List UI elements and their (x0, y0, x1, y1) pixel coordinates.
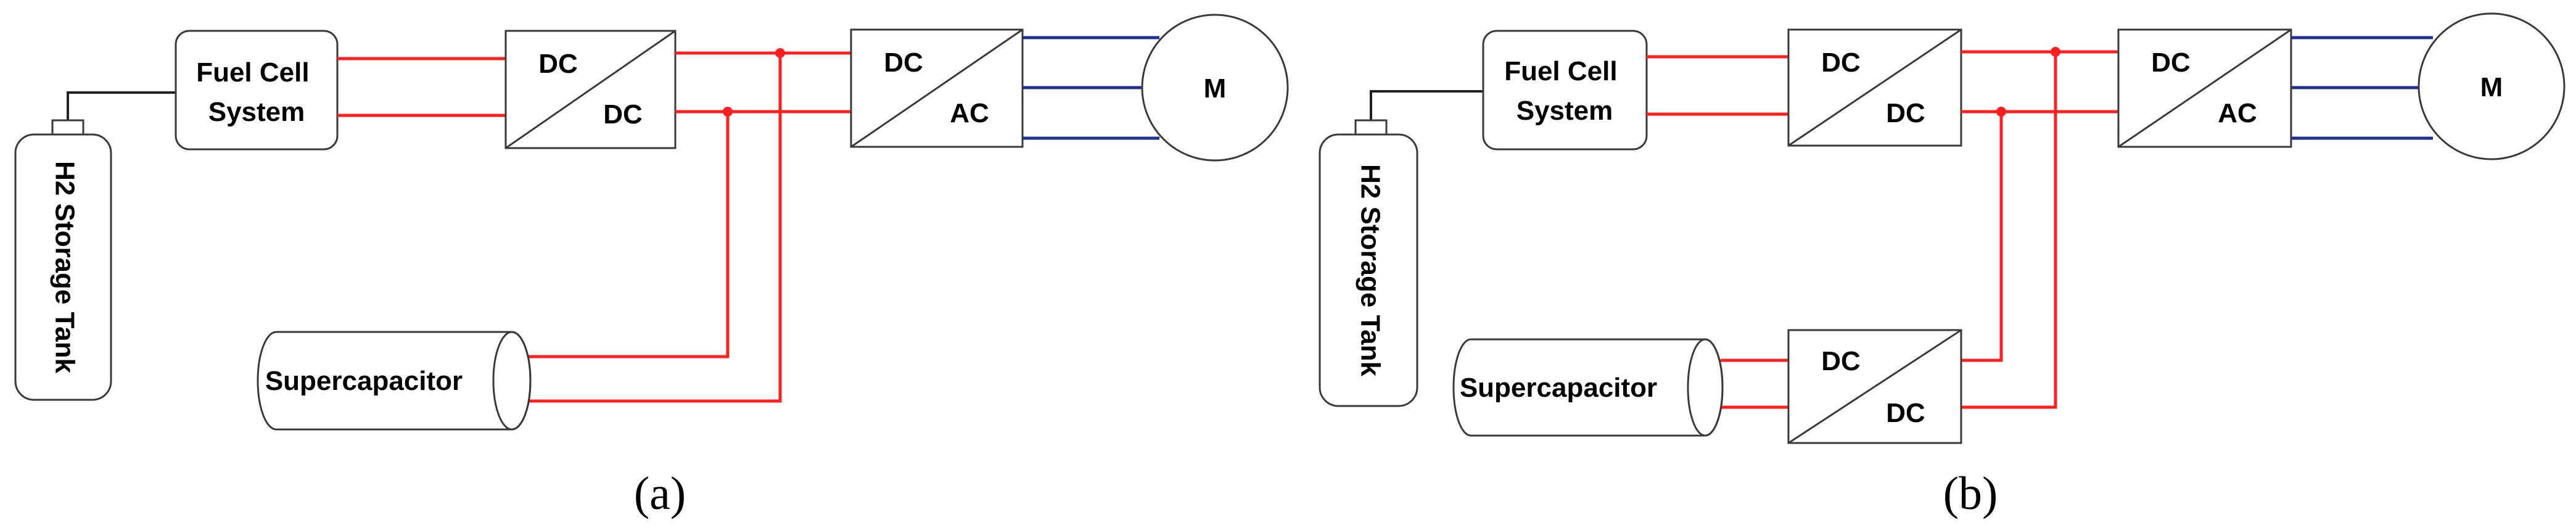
fuel-cell-label-b: Fuel Cell System (1504, 56, 1625, 126)
sc-feeder-top-a (527, 53, 782, 403)
tank-label-a: H2 Storage Tank (49, 161, 80, 373)
sc-dcdc-out-label-b: DC (1886, 398, 1925, 428)
fuel-cell-label-line2-b: System (1516, 96, 1613, 126)
supercapacitor-b: Supercapacitor (1452, 338, 1724, 437)
tank-body-a (14, 133, 112, 401)
inverter-b: DC AC (2117, 28, 2292, 148)
sc-dcdc-in-label-b: DC (1821, 346, 1861, 376)
sc-dcdc-converter-b: DC DC (1787, 329, 1962, 444)
tank-body-b (1319, 133, 1418, 407)
fuel-cell-label-line2-a: System (208, 97, 305, 127)
dcdc-converter-b: DC DC (1787, 28, 1962, 147)
dcdc-out-label-b: DC (1886, 98, 1925, 128)
inverter-in-label-b: DC (2151, 48, 2191, 78)
tank-valve-b (1354, 119, 1388, 136)
motor-label-b: M (2480, 72, 2503, 102)
dcdc-diagonal-a (505, 30, 676, 149)
sc-conv-feeder-top-b (1961, 112, 2003, 362)
fuel-cell-box-b (1482, 30, 1648, 151)
sc-dcdc-diagonal-b (1788, 329, 1962, 444)
inverter-diagonal-b (2118, 28, 2292, 148)
motor-circle-a (1141, 14, 1289, 162)
tank-valve-a (51, 119, 84, 136)
fuel-cell-box-a (175, 30, 339, 151)
fuel-cell-label-line1-a: Fuel Cell (196, 57, 309, 88)
supercap-end-b (1687, 338, 1724, 437)
motor-circle-b (2418, 12, 2566, 160)
h2-storage-tank-b: H2 Storage Tank (1319, 119, 1418, 407)
dcdc-in-label-b: DC (1821, 48, 1861, 78)
fuel-cell-system-a: Fuel Cell System (175, 30, 339, 151)
fuel-cell-label-line1-b: Fuel Cell (1504, 56, 1617, 86)
fuel-cell-system-b: Fuel Cell System (1482, 30, 1648, 151)
caption-a: (a) (634, 468, 686, 520)
sc-conv-feeder-bot-b (1961, 52, 2057, 409)
dcdc-diagonal-b (1788, 28, 1962, 147)
supercap-end-a (492, 331, 532, 431)
inverter-diagonal-a (850, 28, 1023, 148)
motor-b: M (2418, 12, 2566, 160)
h2-storage-tank-a: H2 Storage Tank (14, 119, 112, 401)
supercapacitor-a: Supercapacitor (257, 331, 532, 431)
supercap-label-a: Supercapacitor (265, 366, 463, 396)
h2-pipe-a (67, 91, 176, 120)
h2-pipe-b (1370, 90, 1483, 120)
inverter-a: DC AC (850, 28, 1024, 148)
motor-a: M (1141, 14, 1289, 162)
inverter-out-label-b: AC (2218, 98, 2257, 128)
sc-feeder-bot-a (527, 112, 730, 358)
inverter-out-label-a: AC (950, 98, 989, 128)
dcdc-in-label-a: DC (538, 49, 578, 79)
inverter-in-label-a: DC (884, 48, 923, 78)
dcdc-converter-a: DC DC (504, 30, 677, 149)
panel-b: H2 Storage Tank Fuel Cell System DC DC (1319, 12, 2566, 520)
motor-label-a: M (1204, 73, 1227, 104)
panel-a: H2 Storage Tank Fuel Cell System DC DC (14, 14, 1289, 520)
fuel-cell-label-a: Fuel Cell System (196, 57, 317, 127)
tank-label-b: H2 Storage Tank (1355, 164, 1385, 376)
caption-b: (b) (1943, 468, 1998, 520)
supercap-label-b: Supercapacitor (1460, 373, 1657, 403)
dcdc-out-label-a: DC (603, 99, 643, 130)
